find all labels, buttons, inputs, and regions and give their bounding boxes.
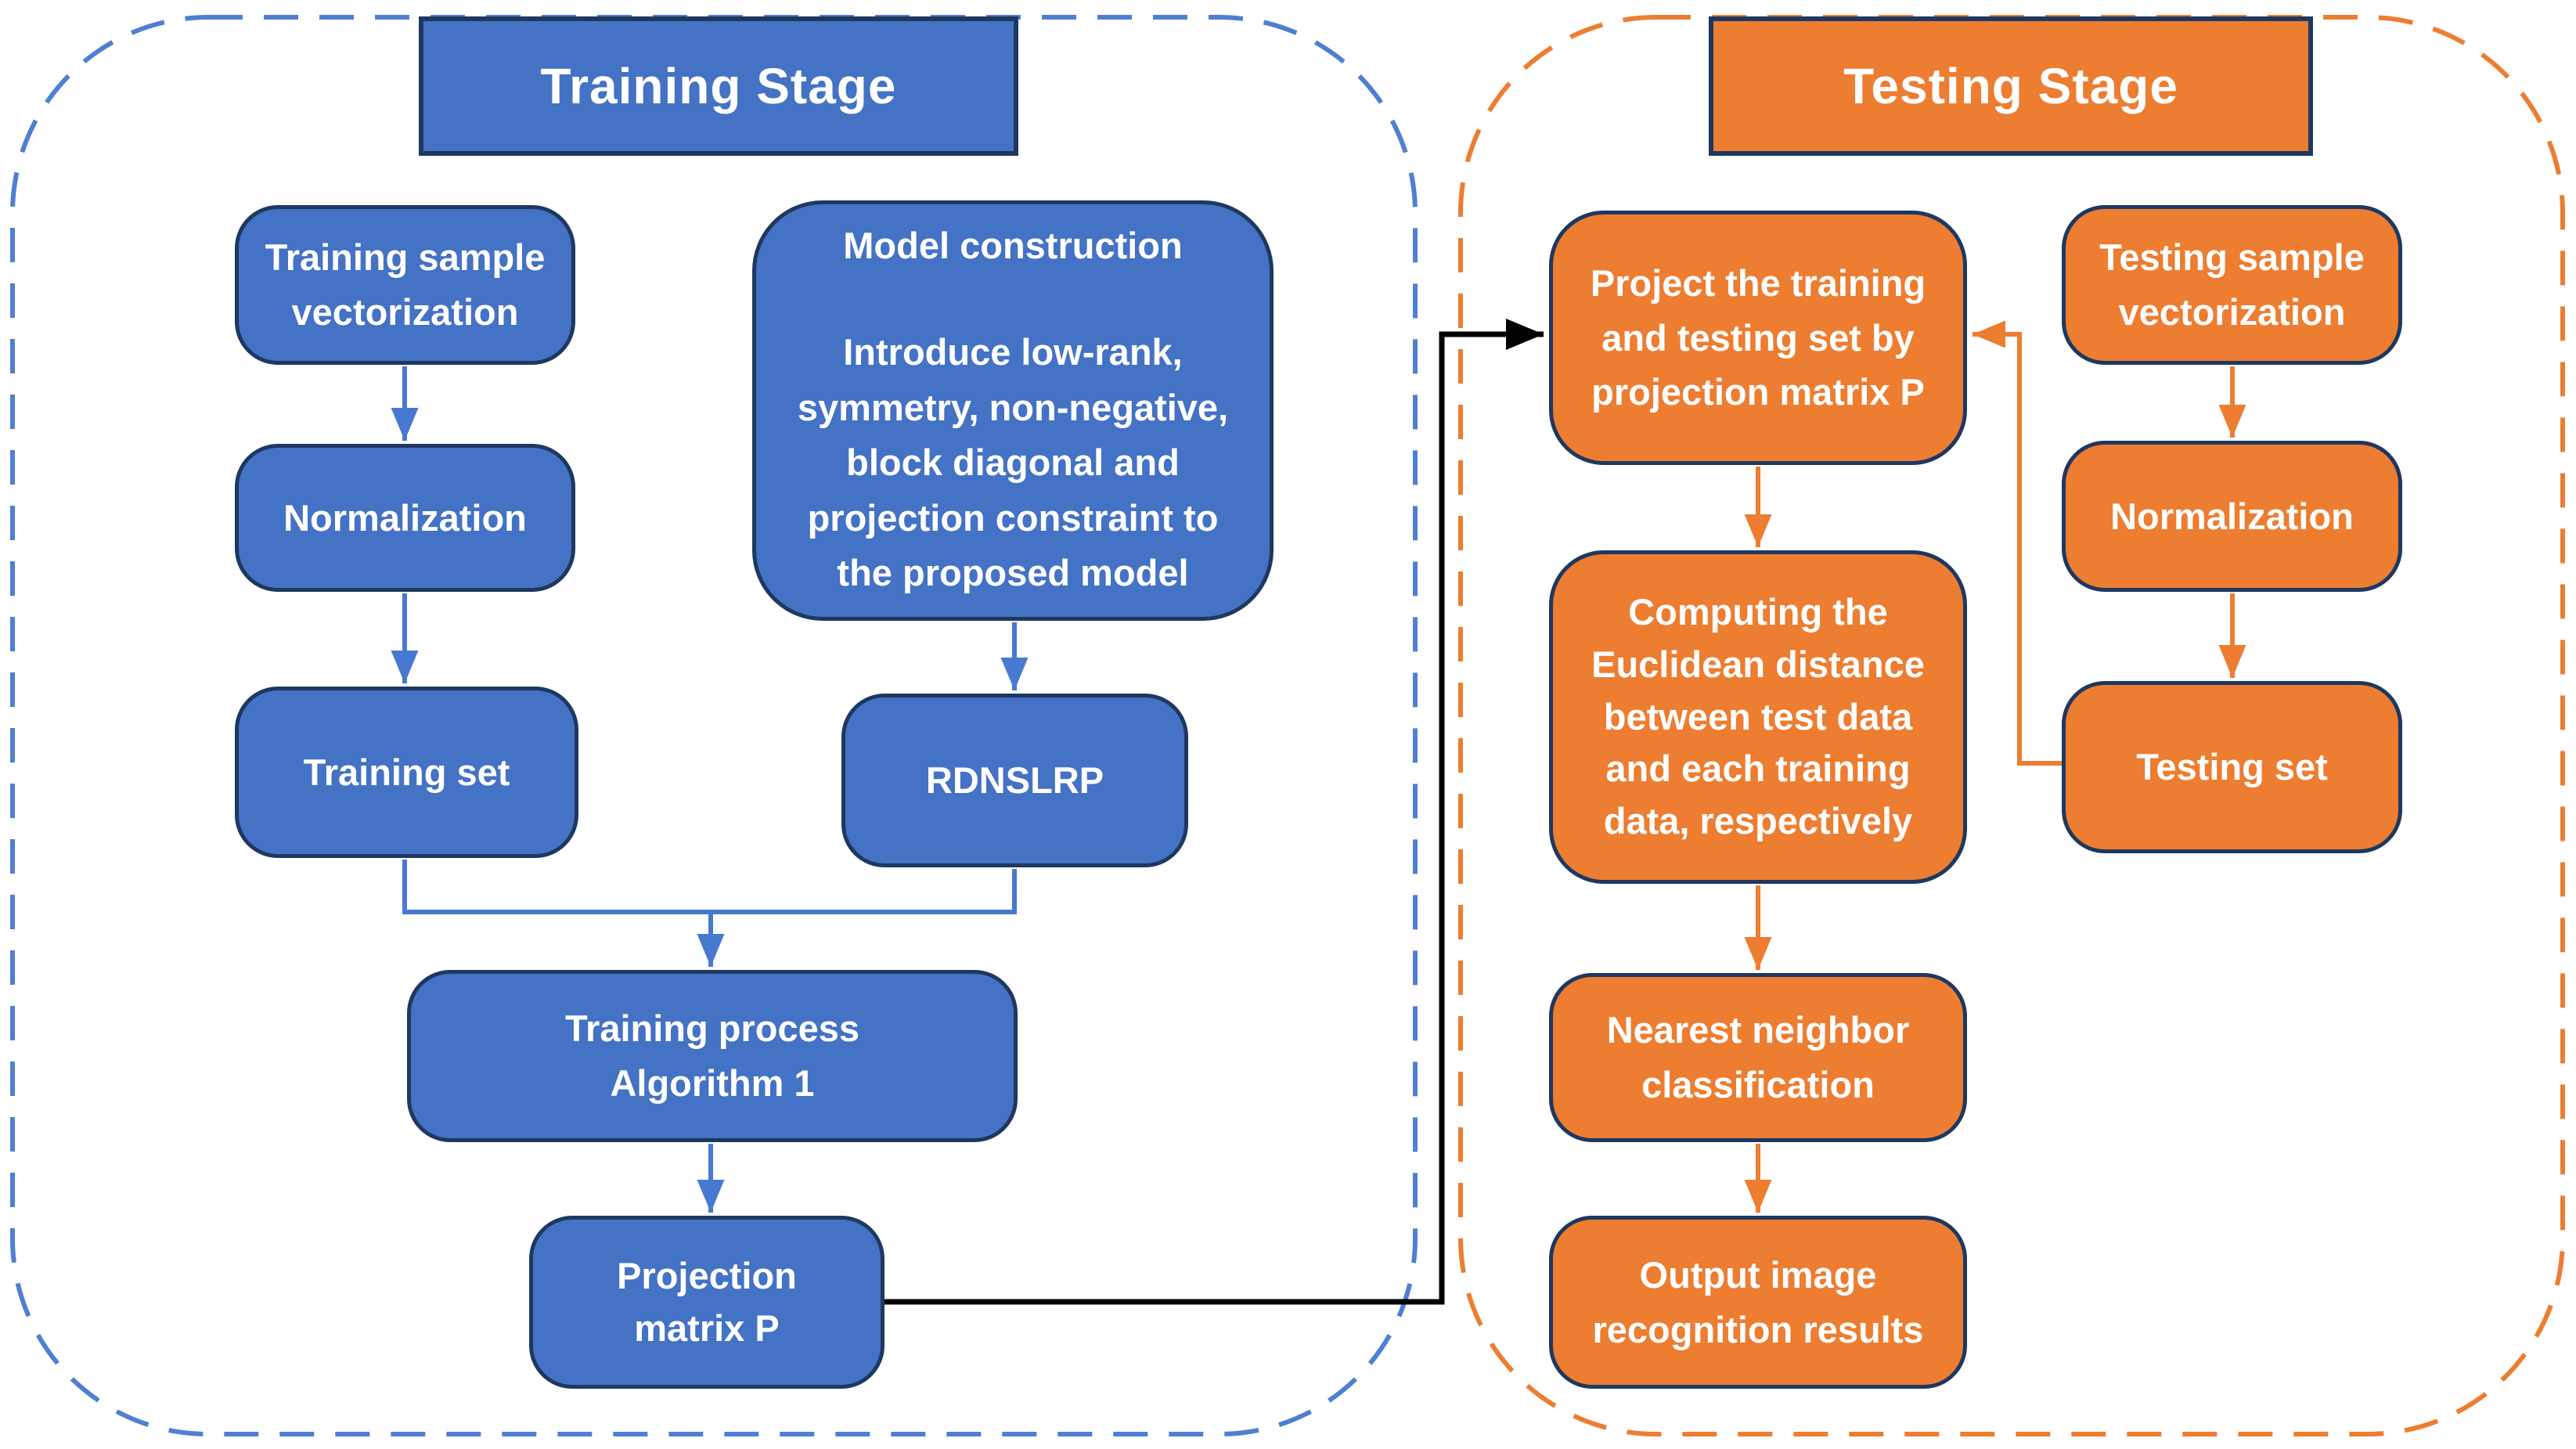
rdnslrp-box: RDNSLRP	[841, 694, 1188, 867]
merge-bus-training-set-and-rdnslrp	[402, 860, 1017, 914]
nearest-neighbor-box: Nearest neighbor classification	[1549, 973, 1967, 1142]
computing-distance-box: Computing the Euclidean distance between…	[1549, 550, 1967, 884]
project-sets-box: Project the training and testing set by …	[1549, 211, 1967, 465]
training-process-box: Training process Algorithm 1	[407, 970, 1018, 1142]
arrow-testing-set-to-project-box	[1973, 320, 2062, 766]
model-construction-heading: Model construction	[843, 225, 1183, 267]
training-normalization-box: Normalization	[235, 444, 575, 592]
output-results-box: Output image recognition results	[1549, 1216, 1967, 1389]
training-sample-vectorization-box: Training sample vectorization	[235, 205, 575, 365]
testing-set-box: Testing set	[2062, 681, 2402, 853]
model-construction-body: Introduce low-rank, symmetry, non-negati…	[797, 331, 1229, 594]
model-construction-box: Model construction Introduce low-rank, s…	[752, 200, 1274, 621]
training-stage-title: Training Stage	[419, 16, 1018, 156]
testing-normalization-box: Normalization	[2062, 441, 2402, 592]
testing-sample-vectorization-box: Testing sample vectorization	[2062, 205, 2402, 365]
projection-matrix-box: Projection matrix P	[529, 1216, 884, 1389]
arrow-projection-matrix-to-project-box	[884, 319, 1544, 1305]
training-set-box: Training set	[235, 687, 578, 858]
testing-stage-title: Testing Stage	[1709, 16, 2313, 156]
